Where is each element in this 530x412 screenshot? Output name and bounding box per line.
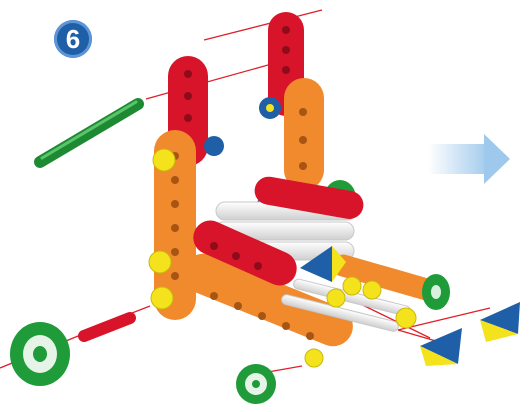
yellow-nut [396, 308, 416, 328]
orange-frame-right [284, 78, 324, 190]
blue-yellow-wedge [480, 302, 520, 342]
yellow-nut [151, 287, 173, 309]
yellow-nut [305, 349, 323, 367]
yellow-nut [327, 289, 345, 307]
blue-cap [259, 97, 281, 119]
yellow-nut [363, 281, 381, 299]
yellow-nut [153, 149, 175, 171]
blue-cap [204, 136, 224, 156]
yellow-nut [149, 251, 171, 273]
red-axle [84, 318, 130, 336]
step-number-badge: 6 [54, 20, 92, 58]
yellow-nut [343, 277, 361, 295]
next-step-arrow [428, 134, 510, 184]
green-wheel [10, 322, 70, 386]
assembly-guide-lines [0, 10, 490, 372]
green-axle-rod [40, 102, 138, 162]
blue-yellow-wedge [420, 328, 462, 366]
green-wheel [422, 274, 450, 310]
green-wheel [236, 364, 276, 404]
